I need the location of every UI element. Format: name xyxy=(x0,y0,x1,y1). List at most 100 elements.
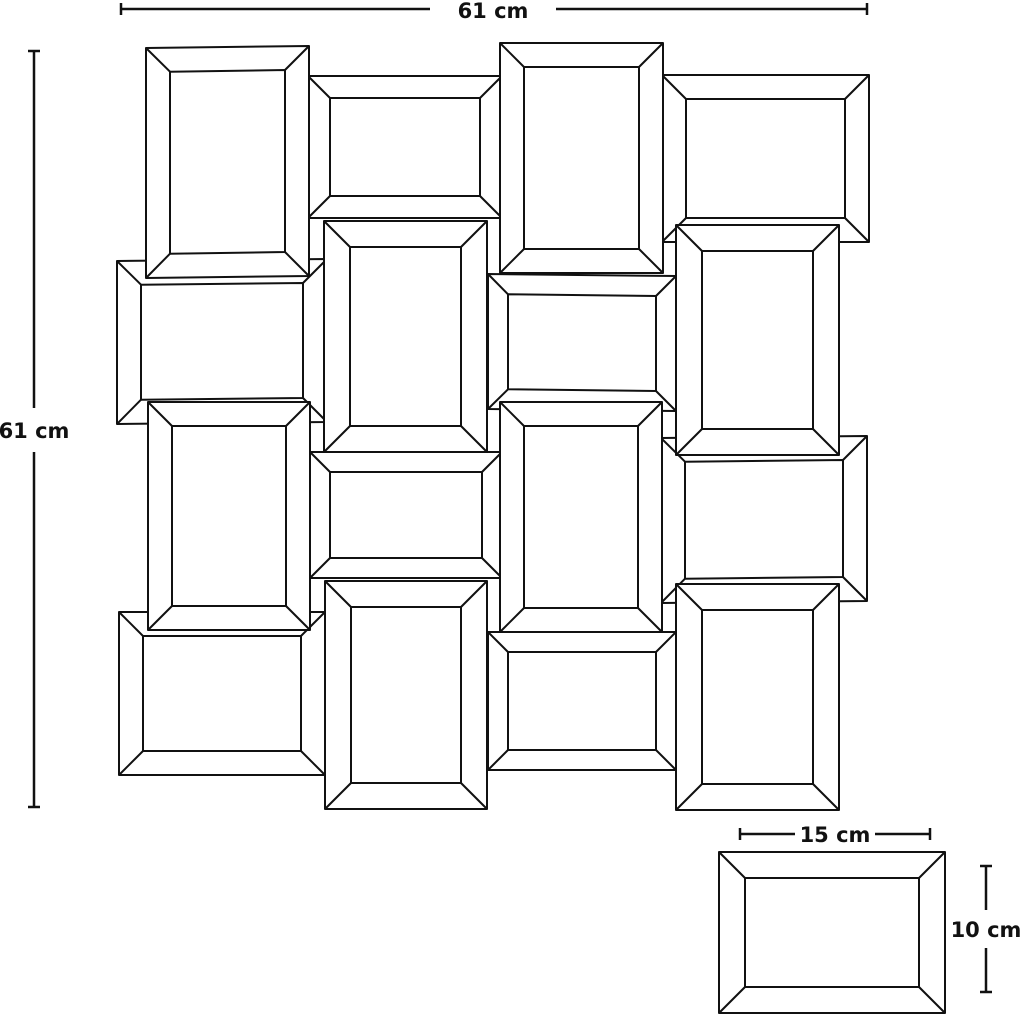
frame-bevel-line xyxy=(675,428,703,456)
frame-bevel-line xyxy=(675,583,703,611)
frame-bevel-line xyxy=(718,986,746,1014)
frame-photo-opening xyxy=(507,651,657,751)
frame-bevel-line xyxy=(145,47,171,73)
frame-bevel-line xyxy=(638,248,664,274)
frame-bevel-line xyxy=(487,749,509,771)
frame-collage xyxy=(116,42,870,811)
portrait-frame-8 xyxy=(675,583,840,811)
frame-bevel-line xyxy=(285,401,311,427)
frame-bevel-line xyxy=(499,607,525,633)
frame-photo-opening xyxy=(744,877,920,988)
frame-bevel-line xyxy=(918,851,946,879)
frame-bevel-line xyxy=(460,220,488,248)
frame-bevel-line xyxy=(300,611,326,637)
frame-photo-opening xyxy=(701,250,814,430)
frame-bevel-line xyxy=(118,750,144,776)
landscape-frame-8 xyxy=(487,631,677,771)
frame-bevel-line xyxy=(638,42,664,68)
portrait-frame-4 xyxy=(675,224,840,456)
landscape-frame-4 xyxy=(487,273,677,412)
frame-bevel-line xyxy=(324,782,352,810)
frame-bevel-line xyxy=(661,74,687,100)
frame-photo-opening xyxy=(350,606,462,784)
frame-bevel-line xyxy=(284,251,310,277)
frame-bevel-line xyxy=(309,557,331,579)
frame-photo-opening xyxy=(349,246,462,427)
height-dimension-label: 61 cm xyxy=(0,419,69,443)
width-dimension-label: 61 cm xyxy=(458,0,529,23)
frame-bevel-line xyxy=(499,248,525,274)
portrait-frame-3 xyxy=(323,220,488,453)
frame-bevel-line xyxy=(307,195,331,219)
frame-bevel-line xyxy=(147,401,173,427)
frame-bevel-line xyxy=(660,437,686,463)
frame-bevel-line xyxy=(116,260,142,286)
single-frame-outline xyxy=(718,851,946,1014)
single-frame-detail: 15 cm 10 cm xyxy=(718,823,1020,1014)
landscape-frame-3 xyxy=(116,258,328,425)
portrait-frame-2 xyxy=(499,42,664,274)
frame-bevel-line xyxy=(479,75,503,99)
frame-bevel-line xyxy=(284,45,310,71)
frame-bevel-line xyxy=(460,425,488,453)
frame-bevel-line xyxy=(487,388,509,410)
frame-bevel-line xyxy=(481,557,503,579)
frame-bevel-line xyxy=(307,75,331,99)
frame-bevel-line xyxy=(487,631,509,653)
frame-photo-opening xyxy=(523,425,639,609)
frame-bevel-line xyxy=(323,425,351,453)
frame-bevel-line xyxy=(460,782,488,810)
frame-bevel-line xyxy=(918,986,946,1014)
frame-bevel-line xyxy=(323,220,351,248)
frame-bevel-line xyxy=(844,74,870,100)
frame-bevel-line xyxy=(660,577,686,604)
portrait-frame-6 xyxy=(499,401,663,633)
frame-photo-opening xyxy=(329,471,483,559)
frame-bevel-line xyxy=(145,252,171,279)
frame-bevel-line xyxy=(675,783,703,811)
frame-bevel-line xyxy=(812,583,840,611)
frame-bevel-line xyxy=(285,605,311,631)
frame-bevel-line xyxy=(116,398,142,425)
frame-bevel-line xyxy=(499,401,525,427)
landscape-frame-2 xyxy=(661,74,870,243)
frame-bevel-line xyxy=(479,195,503,219)
frame-height-label: 10 cm xyxy=(951,918,1020,942)
frame-bevel-line xyxy=(655,275,677,297)
frame-bevel-line xyxy=(309,451,331,473)
frame-photo-opening xyxy=(329,97,481,197)
frame-bevel-line xyxy=(147,605,173,631)
frame-bevel-line xyxy=(655,390,677,412)
portrait-frame-7 xyxy=(324,580,488,810)
frame-photo-opening xyxy=(142,635,302,752)
frame-bevel-line xyxy=(842,435,868,461)
frame-bevel-line xyxy=(661,217,687,243)
frame-photo-opening xyxy=(523,66,640,250)
frame-bevel-line xyxy=(499,42,525,68)
frame-bevel-line xyxy=(637,607,663,633)
frame-bevel-line xyxy=(655,631,677,653)
frame-photo-opening xyxy=(701,609,814,785)
portrait-frame-1 xyxy=(145,45,310,279)
width-dimension: 61 cm xyxy=(119,0,869,23)
frame-bevel-line xyxy=(718,851,746,879)
landscape-frame-6 xyxy=(660,435,868,604)
frame-photo-opening xyxy=(684,458,844,580)
frame-bevel-line xyxy=(460,580,488,608)
single-frame xyxy=(718,851,946,1014)
frame-photo-opening xyxy=(507,293,657,393)
frame-photo-opening xyxy=(169,68,286,255)
portrait-frame-5 xyxy=(147,401,311,631)
frame-bevel-line xyxy=(300,750,326,776)
frame-photo-opening xyxy=(171,425,287,607)
frame-bevel-line xyxy=(842,576,868,602)
frame-bevel-line xyxy=(844,217,870,243)
height-dimension: 61 cm xyxy=(0,49,69,809)
frame-bevel-line xyxy=(675,224,703,252)
frame-bevel-line xyxy=(812,783,840,811)
landscape-frame-5 xyxy=(309,451,503,579)
frame-width-label: 15 cm xyxy=(800,823,871,847)
frame-photo-opening xyxy=(685,98,846,219)
frame-bevel-line xyxy=(118,611,144,637)
